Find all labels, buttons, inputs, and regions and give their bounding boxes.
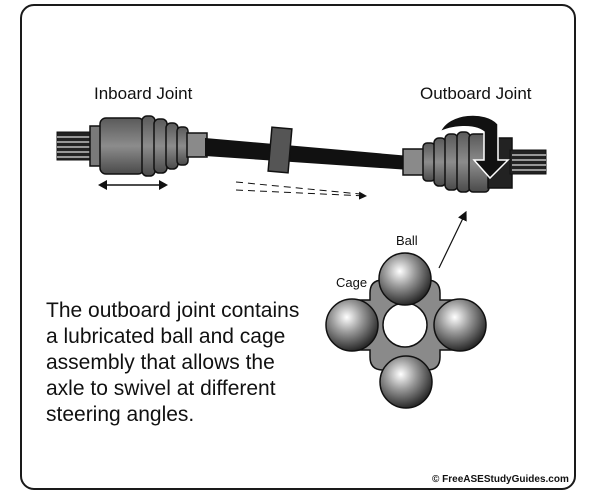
outboard-joint-label: Outboard Joint (420, 84, 532, 103)
pointer-arrow (438, 210, 467, 269)
axle-shaft (205, 138, 410, 170)
inboard-plunge-arrow (98, 180, 168, 190)
inboard-joint-label: Inboard Joint (94, 84, 193, 103)
ball-bottom (379, 355, 433, 409)
inboard-joint (89, 115, 208, 177)
description-text: The outboard joint contains a lubricated… (46, 299, 300, 426)
inboard-spline (56, 131, 92, 161)
shaft-damper (267, 126, 293, 174)
outboard-joint (402, 131, 547, 193)
diagram-frame (20, 4, 576, 490)
credit-text: © FreeASEStudyGuides.com (432, 474, 569, 485)
ball-label: Ball (396, 233, 418, 248)
angle-lines (235, 181, 367, 200)
rotation-arrow-icon (438, 114, 510, 180)
ball-top (378, 252, 432, 306)
ball-left (325, 298, 379, 352)
ball-right (433, 298, 487, 352)
cage-label: Cage (336, 275, 368, 290)
